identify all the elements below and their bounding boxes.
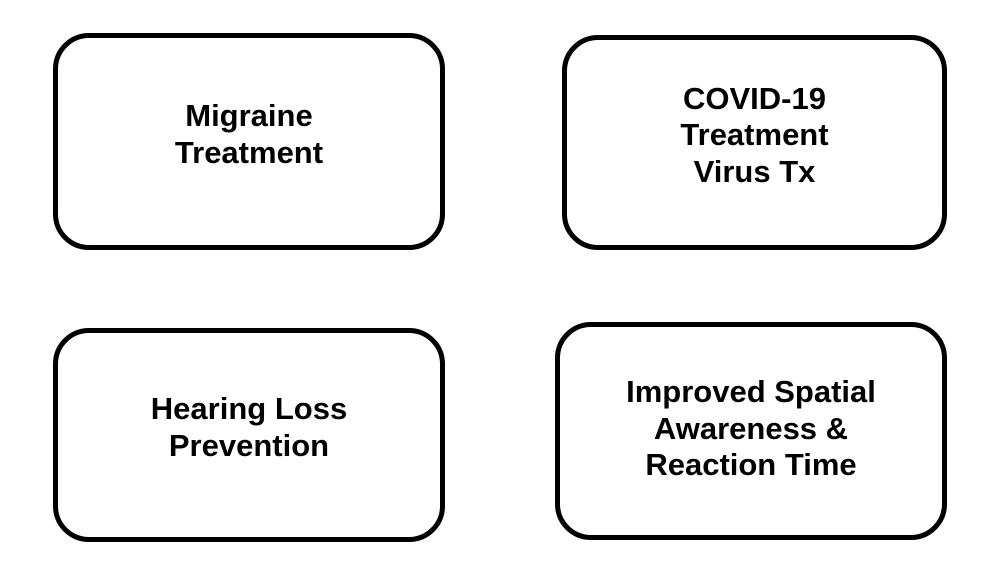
node-label: Improved Spatial Awareness & Reaction Ti…: [626, 374, 876, 483]
node-covid-19-treatment[interactable]: COVID-19 Treatment Virus Tx: [562, 35, 947, 250]
node-label: Hearing Loss Prevention: [150, 391, 348, 463]
node-improved-spatial-awareness-reaction-time[interactable]: Improved Spatial Awareness & Reaction Ti…: [555, 322, 947, 540]
node-label: Migraine Treatment: [174, 97, 324, 170]
node-hearing-loss-prevention[interactable]: Hearing Loss Prevention: [53, 328, 445, 542]
node-migraine-treatment[interactable]: Migraine Treatment: [53, 33, 445, 250]
node-label: COVID-19 Treatment Virus Tx: [680, 80, 829, 189]
